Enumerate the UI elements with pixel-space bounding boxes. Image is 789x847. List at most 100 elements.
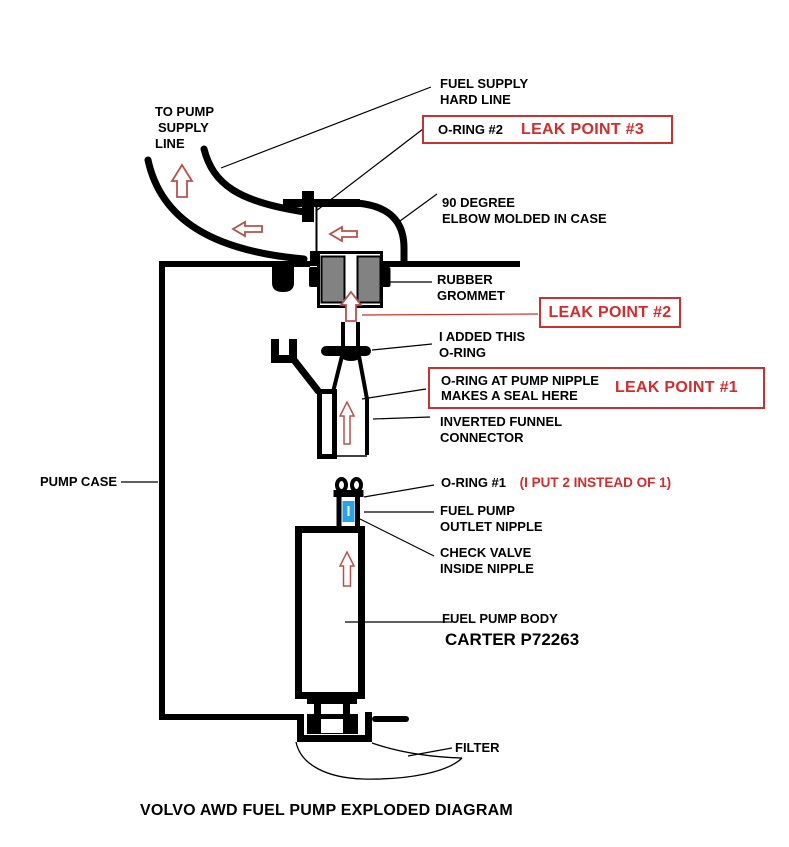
inlet-block-port (321, 719, 343, 733)
label-line: RUBBER (437, 272, 493, 287)
label-line: O-RING AT PUMP NIPPLE (441, 372, 599, 388)
label-fuel-pump-outlet-nipple: FUEL PUMP OUTLET NIPPLE (440, 503, 543, 535)
nipple-wall-right (355, 497, 360, 527)
leak-point-3-part: O-RING #2 (438, 122, 504, 137)
inlet-channel-bottom (297, 735, 372, 742)
elbow-90-degree-curve (356, 199, 408, 263)
funnel-bracket-fork (271, 339, 297, 363)
leak-point-2-label: LEAK POINT #2 (548, 303, 672, 321)
flow-arrow-left-outer (231, 220, 263, 238)
label-line: CONNECTOR (440, 430, 524, 445)
funnel-bracket-strut (291, 357, 322, 395)
pump-bottom-neck-left (314, 704, 321, 716)
leak-point-3-label: LEAK POINT #3 (521, 120, 645, 138)
label-pump-model: CARTER P72263 (445, 630, 579, 650)
filter-outline-bottom (295, 741, 463, 780)
filter-outline-top (371, 742, 463, 759)
label-line: MAKES A SEAL HERE (441, 388, 578, 403)
funnel-right-wall (357, 355, 369, 455)
label-line: FUEL PUMP (440, 503, 515, 518)
pump-supply-line-hose (144, 156, 308, 263)
nipple-flange (333, 490, 364, 497)
diagram-title-text: VOLVO AWD FUEL PUMP EXPLODED DIAGRAM (140, 802, 513, 819)
label-line: ELBOW MOLDED IN CASE (442, 211, 607, 226)
label-pump-case: PUMP CASE (40, 474, 117, 489)
hard-line-stub (302, 191, 314, 222)
label-line: O-RING #1 (441, 475, 507, 490)
leader-elbow (399, 193, 438, 222)
label-line: FUEL SUPPLY (440, 76, 529, 91)
label-line: OUTLET NIPPLE (440, 519, 543, 534)
flow-arrow-left-elbow (328, 225, 358, 243)
label-rubber-grommet: RUBBER GROMMET (437, 272, 505, 304)
pump-bottom-neck-right (343, 704, 350, 716)
label-line: CHECK VALVE (440, 545, 532, 560)
grommet-tab-right (381, 267, 391, 287)
flow-arrow-up-supply (170, 163, 194, 198)
label-line: PUMP CASE (40, 474, 118, 489)
label-line: INVERTED FUNNEL (440, 414, 563, 429)
label-90-degree-elbow: 90 DEGREE ELBOW MOLDED IN CASE (442, 195, 607, 227)
pump-case-outline (159, 261, 310, 720)
label-o-ring-1-note: (I PUT 2 INSTEAD OF 1) (519, 475, 672, 490)
leader-check-valve (359, 518, 435, 557)
added-o-ring-shape (321, 346, 371, 356)
leak-point-1-description: O-RING AT PUMP NIPPLE MAKES A SEAL HERE (441, 373, 599, 404)
label-check-valve: CHECK VALVE INSIDE NIPPLE (440, 545, 534, 577)
leader-leak-point-2 (361, 313, 539, 316)
fuel-pump-body-shape (295, 526, 365, 699)
inlet-arm-right (372, 716, 409, 722)
label-line: HARD LINE (440, 92, 511, 107)
label-line: I ADDED THIS (439, 329, 526, 344)
leak-point-1-label: LEAK POINT #1 (614, 379, 738, 396)
case-molded-lug (272, 266, 294, 292)
leader-o-ring-2 (315, 128, 424, 212)
label-inverted-funnel-connector: INVERTED FUNNEL CONNECTOR (440, 414, 562, 446)
label-fuel-pump-body: FUEL PUMP BODY (442, 611, 558, 626)
pump-bottom-flange (307, 697, 357, 704)
label-fuel-supply-hard-line: FUEL SUPPLY HARD LINE (440, 76, 528, 108)
added-o-ring-shadow (342, 353, 360, 361)
rubber-grommet-left (320, 255, 346, 304)
flow-arrow-up-pump (338, 550, 356, 587)
inlet-channel-right (365, 712, 372, 742)
o-ring-1-right (350, 477, 363, 493)
leader-lines (121, 86, 453, 757)
label-o-ring-1: O-RING #1 (I PUT 2 INSTEAD OF 1) (441, 475, 671, 490)
flow-arrows (170, 163, 363, 587)
label-to-pump-supply-line: TO PUMP SUPPLY LINE (155, 104, 214, 152)
fuel-supply-hard-line-hose (200, 145, 309, 216)
label-line: CARTER P72263 (445, 630, 580, 649)
leader-o-ring-1 (363, 484, 435, 498)
label-line: TO PUMP (155, 104, 214, 119)
label-line: 90 DEGREE (442, 195, 515, 210)
funnel-left-slant (331, 355, 344, 393)
diagram-title: VOLVO AWD FUEL PUMP EXPLODED DIAGRAM (140, 802, 513, 820)
funnel-side-sleeve (317, 389, 337, 459)
leak-point-3-box: O-RING #2 LEAK POINT #3 (422, 115, 673, 144)
flow-arrow-up-grommet (339, 290, 363, 322)
leader-leak-point-1 (361, 388, 427, 400)
leader-funnel (372, 416, 431, 420)
rubber-grommet-right (356, 255, 382, 304)
leader-fuel-supply (220, 86, 432, 169)
inlet-channel-left (297, 714, 304, 741)
flow-arrow-up-funnel (338, 400, 356, 445)
label-i-added-this-o-ring: I ADDED THIS O-RING (439, 329, 525, 361)
o-ring-1-left (335, 477, 348, 493)
label-filter: FILTER (455, 740, 500, 755)
label-line: O-RING (439, 345, 486, 360)
check-valve-slot (347, 506, 350, 516)
funnel-neck-tube (341, 322, 360, 349)
nipple-wall-left (336, 497, 342, 527)
leak-point-2-box: LEAK POINT #2 (539, 297, 681, 328)
leader-added-o-ring (371, 343, 433, 351)
label-line: SUPPLY (158, 120, 209, 135)
leak-point-1-box: O-RING AT PUMP NIPPLE MAKES A SEAL HERE … (428, 367, 765, 409)
label-line: FUEL PUMP BODY (442, 611, 558, 626)
label-line: INSIDE NIPPLE (440, 561, 534, 576)
leader-filter (407, 747, 453, 757)
label-line: FILTER (455, 740, 500, 755)
